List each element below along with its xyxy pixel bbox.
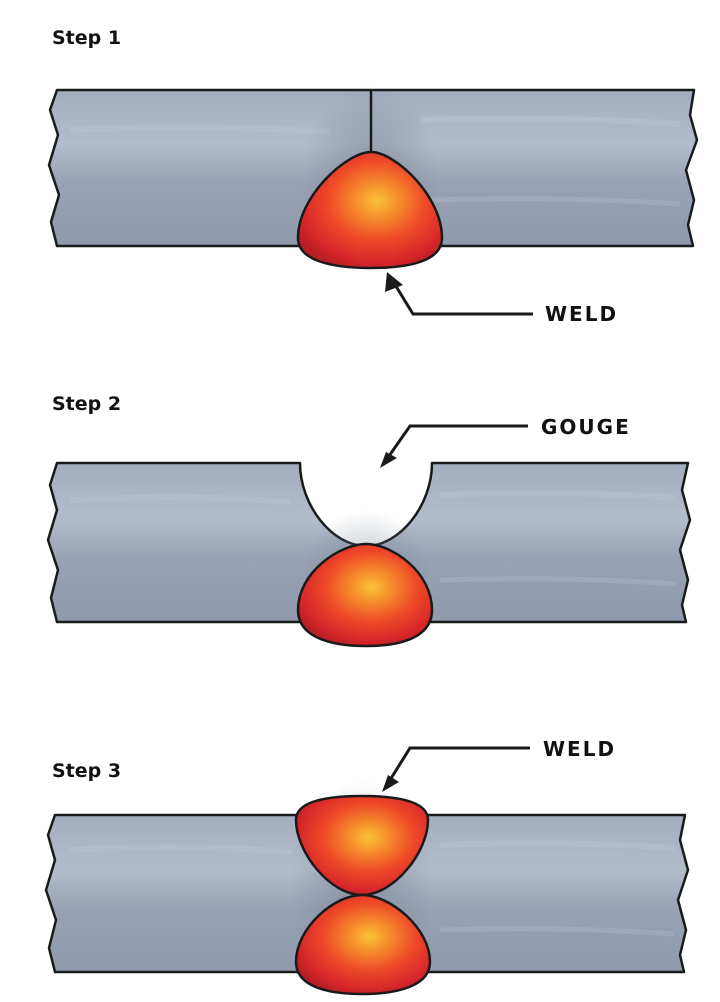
step-3-weld-label: WELD — [543, 737, 616, 761]
step-3-label: Step 3 — [52, 760, 121, 782]
step-1-weld-label: WELD — [545, 302, 618, 326]
step-3: Step 3 WELD — [44, 737, 690, 1000]
step-2-weld-bead — [296, 542, 434, 648]
step-1-label: Step 1 — [52, 27, 121, 49]
step-3-bottom-weld-bead — [294, 893, 432, 996]
step-1-weld-bead — [296, 150, 444, 270]
step-2-plate — [46, 461, 692, 624]
step-2-label: Step 2 — [52, 393, 121, 415]
step-2: Step 2 GOUGE — [46, 393, 692, 650]
step-1: Step 1 WELD — [47, 27, 699, 326]
step-2-gouge-label: GOUGE — [541, 415, 631, 439]
